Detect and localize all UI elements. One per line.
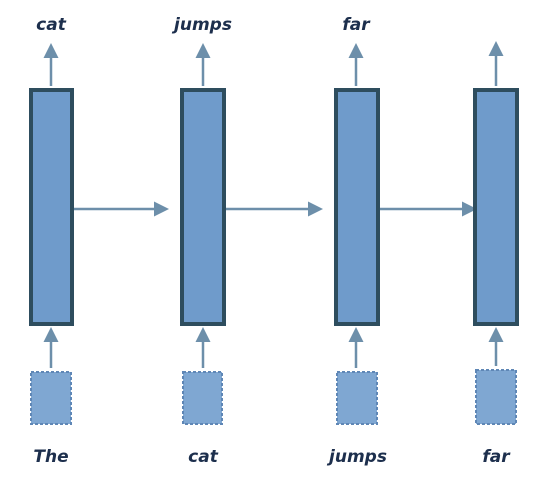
input-embedding-4	[475, 369, 517, 425]
output-label-1: cat	[36, 15, 67, 35]
input-embedding-2	[182, 371, 223, 425]
rnn-cell-4	[473, 88, 519, 326]
input-label-4: far	[482, 447, 511, 467]
time-step-2: jumps cat	[171, 15, 232, 467]
rnn-cell-3	[334, 88, 380, 326]
input-label-3: jumps	[326, 447, 387, 467]
input-label-2: cat	[188, 447, 219, 467]
rnn-cell-1	[29, 88, 74, 326]
output-label-3: far	[342, 15, 371, 35]
time-step-1: cat The	[29, 15, 74, 467]
input-embedding-1	[30, 371, 72, 425]
input-label-1: The	[33, 447, 68, 467]
input-embedding-3	[336, 371, 378, 425]
output-label-2: jumps	[171, 15, 232, 35]
rnn-cell-2	[180, 88, 226, 326]
time-step-3: far jumps	[326, 15, 387, 467]
time-step-4: far	[473, 41, 519, 467]
